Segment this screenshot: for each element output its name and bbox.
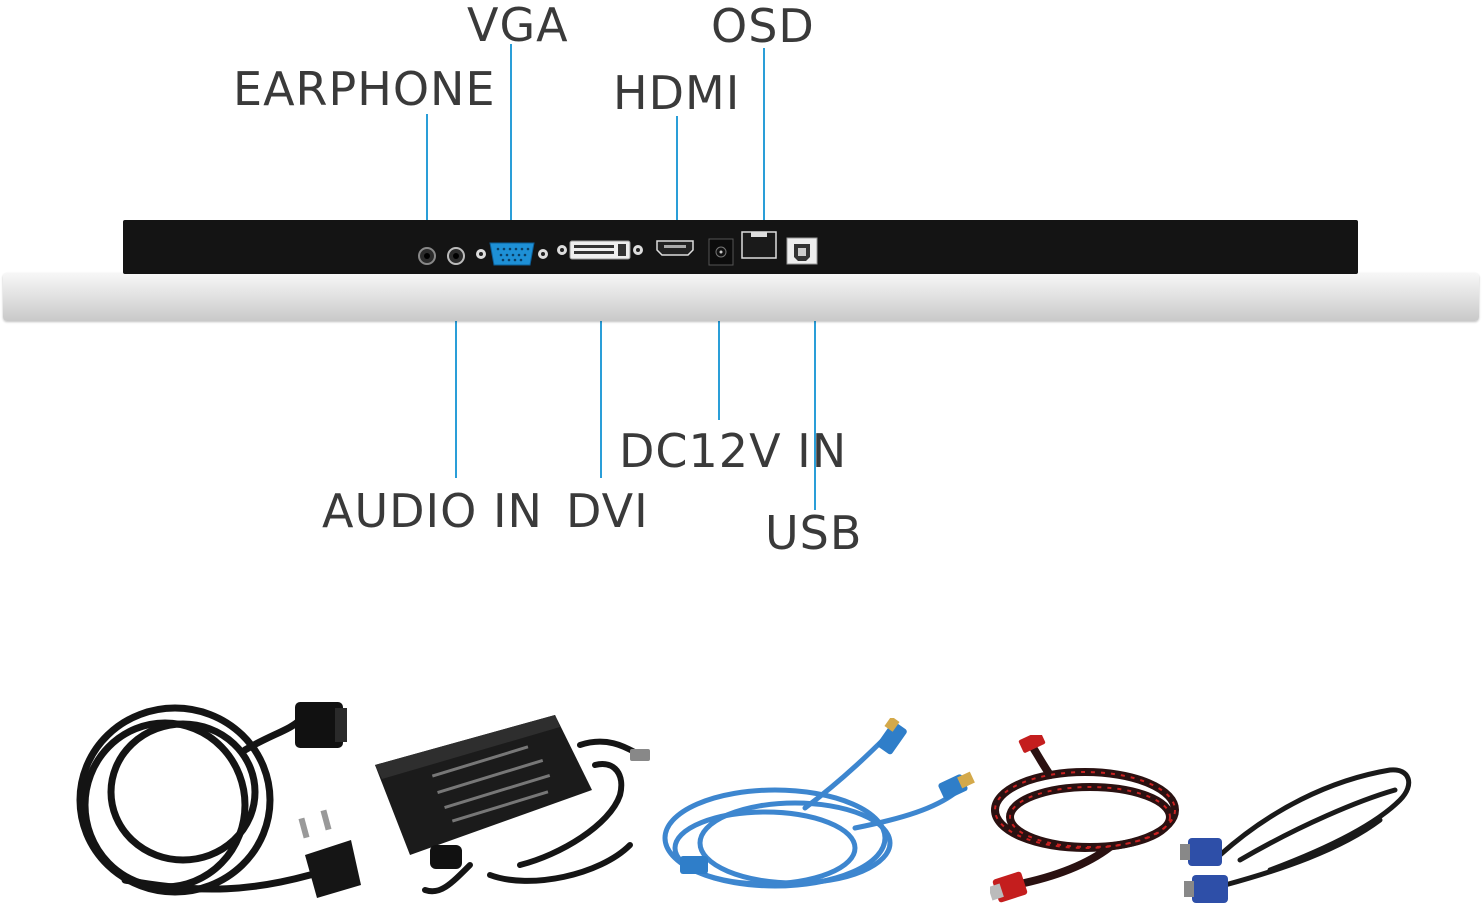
leader-hdmi [676, 116, 678, 240]
leader-dc12v-in [718, 262, 720, 420]
leader-vga [510, 44, 512, 239]
dc-power-port-icon [708, 238, 734, 266]
earphone-port-icon [418, 247, 436, 265]
leader-earphone [426, 114, 428, 238]
monitor-io-panel [123, 220, 1358, 274]
label-hdmi: HDMI [613, 66, 741, 120]
usb-cable-icon [662, 718, 975, 889]
label-usb: USB [765, 506, 863, 560]
monitor-bezel [3, 273, 1479, 321]
leader-audio-in [455, 262, 457, 478]
power-cord-icon [76, 702, 361, 898]
label-earphone: EARPHONE [233, 62, 496, 116]
vga-port-icon [476, 242, 548, 266]
leader-dvi [600, 262, 602, 478]
hdmi-port-icon [656, 240, 694, 256]
label-dvi: DVI [566, 484, 649, 538]
label-dc12v-in: DC12V IN [619, 424, 848, 478]
vga-cable-icon [1180, 767, 1412, 903]
power-adapter-icon [375, 715, 650, 895]
dvi-port-icon [557, 240, 643, 260]
osd-port-icon [741, 231, 777, 259]
leader-osd [763, 48, 765, 234]
label-audio-in: AUDIO IN [322, 484, 543, 538]
label-osd: OSD [711, 0, 815, 53]
usb-port-icon [786, 237, 818, 265]
label-vga: VGA [467, 0, 569, 52]
audio-in-port-icon [447, 247, 465, 265]
hdmi-cable-icon [990, 735, 1179, 903]
leader-usb [814, 262, 816, 510]
